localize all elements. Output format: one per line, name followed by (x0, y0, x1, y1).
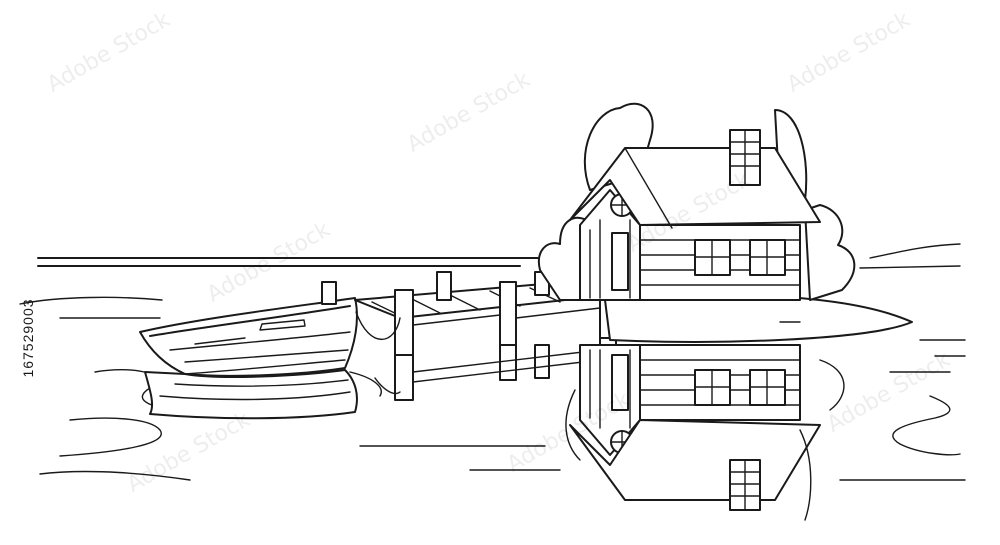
horizon-lines (37, 243, 961, 269)
water-ripples (19, 296, 966, 481)
island (604, 294, 913, 343)
stock-id-label: 167529003 (20, 298, 36, 378)
rowboat-reflection (144, 369, 382, 420)
house-reflection (565, 344, 845, 521)
house (569, 129, 821, 301)
rowboat (139, 297, 358, 377)
